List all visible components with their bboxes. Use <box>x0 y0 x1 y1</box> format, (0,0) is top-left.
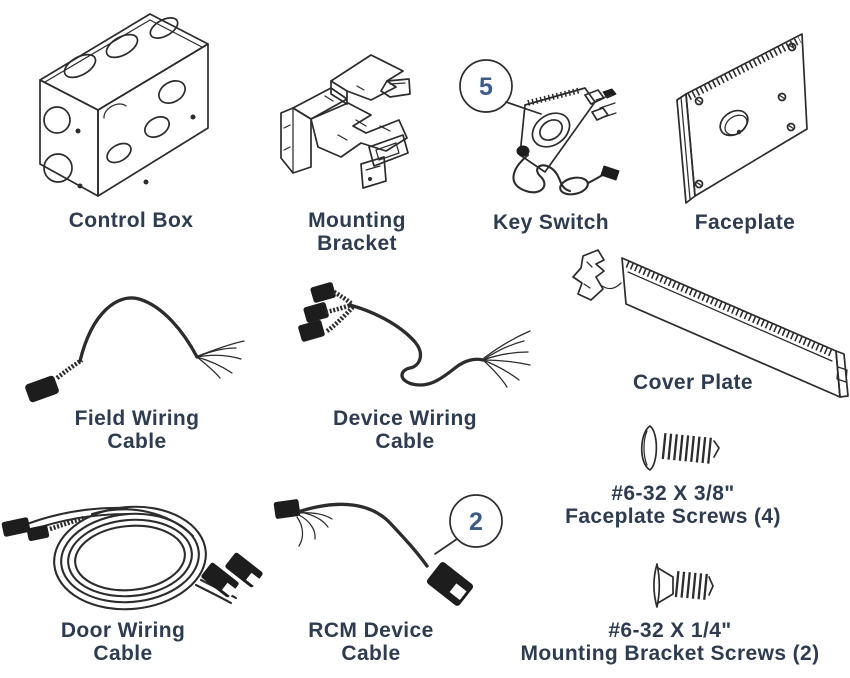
label-line: Cable <box>375 430 435 453</box>
knockout-hole <box>144 116 170 138</box>
label-key-switch: Key Switch <box>493 211 609 234</box>
knockout-hole <box>43 106 71 134</box>
label-line: Control Box <box>68 209 194 232</box>
oval-screw-head <box>640 425 658 471</box>
label-line: Mounting Bracket Screws (2) <box>520 642 820 665</box>
label-line: Device Wiring <box>333 407 477 430</box>
faceplate-screw-illustration <box>640 425 720 471</box>
label-line: Key Switch <box>492 211 610 234</box>
label-line: Door Wiring <box>60 619 186 642</box>
label-line: Field Wiring <box>74 407 200 430</box>
key-cylinder-ring <box>539 119 563 141</box>
label-line: Bracket <box>317 232 397 255</box>
label-line: #6-32 X 1/4" <box>608 619 732 642</box>
label-control-box: Control Box <box>69 209 194 232</box>
knockout-hole <box>43 153 73 183</box>
faceplate-illustration <box>676 33 808 204</box>
cable-connector <box>26 524 50 542</box>
cable-connector <box>303 302 329 323</box>
cover-plate-clip <box>572 249 605 301</box>
label-mounting-bracket-screws: #6-32 X 1/4" Mounting Bracket Screws (2) <box>520 619 819 665</box>
cable-connector <box>426 562 474 606</box>
mounting-bracket-screw-illustration <box>653 563 714 608</box>
callout-2: 2 <box>434 494 503 555</box>
callout-5-circle <box>459 59 513 113</box>
cable-connector <box>25 375 59 403</box>
label-door-wiring-cable: Door Wiring Cable <box>61 619 185 665</box>
callout-2-number: 2 <box>469 508 483 536</box>
label-line: #6-32 X 3/8" <box>611 482 735 505</box>
cable-connector <box>298 319 325 342</box>
rcm-device-cable-illustration <box>273 499 474 606</box>
knockout-hole <box>149 17 179 39</box>
cable-connector <box>1 517 31 537</box>
label-line: Mounting <box>308 209 406 232</box>
screw-hole <box>777 92 787 102</box>
callout-2-leader-line <box>434 538 458 555</box>
label-line: Cover Plate <box>633 371 753 394</box>
label-mounting-bracket: Mounting Bracket <box>308 209 406 255</box>
screw-hole <box>786 122 796 132</box>
screw-hole <box>787 42 797 52</box>
screw-hole <box>694 96 704 106</box>
label-line: Faceplate Screws (4) <box>565 505 781 528</box>
label-device-wiring-cable: Device Wiring Cable <box>333 407 477 453</box>
knockout-hole <box>158 80 186 104</box>
control-box-illustration <box>39 13 209 197</box>
field-wiring-cable-illustration <box>25 296 245 403</box>
device-wiring-cable-illustration <box>298 282 531 388</box>
label-field-wiring-cable: Field Wiring Cable <box>75 407 200 453</box>
mounting-bracket-illustration <box>280 54 411 189</box>
screw-hole <box>694 179 704 189</box>
label-rcm-device-cable: RCM Device Cable <box>308 619 433 665</box>
label-line: RCM Device <box>308 619 434 642</box>
knockout-hole <box>106 142 132 164</box>
callout-2-circle <box>449 494 503 548</box>
label-line: Faceplate <box>694 211 796 234</box>
key-switch-illustration <box>512 87 620 196</box>
knockout-hole <box>63 53 97 79</box>
door-wiring-cable-illustration <box>1 505 263 611</box>
screw-threads <box>674 571 709 600</box>
cable-connector <box>310 282 336 303</box>
label-faceplate-screws: #6-32 X 3/8" Faceplate Screws (4) <box>565 482 781 528</box>
label-line: Cable <box>93 642 153 665</box>
cable-connector <box>273 499 301 519</box>
label-line: Cable <box>341 642 401 665</box>
label-line: Cable <box>107 430 167 453</box>
key-cylinder-ring <box>531 112 571 148</box>
cover-plate-illustration <box>572 249 849 398</box>
label-cover-plate: Cover Plate <box>633 371 753 394</box>
knockout-hole <box>105 33 139 59</box>
flat-screw-head <box>653 563 661 608</box>
callout-5: 5 <box>459 59 542 115</box>
label-faceplate: Faceplate <box>695 211 795 234</box>
callout-5-number: 5 <box>479 73 493 101</box>
screw-threads <box>661 433 715 464</box>
callout-5-leader-line <box>505 101 542 115</box>
wire-connector <box>600 165 620 181</box>
